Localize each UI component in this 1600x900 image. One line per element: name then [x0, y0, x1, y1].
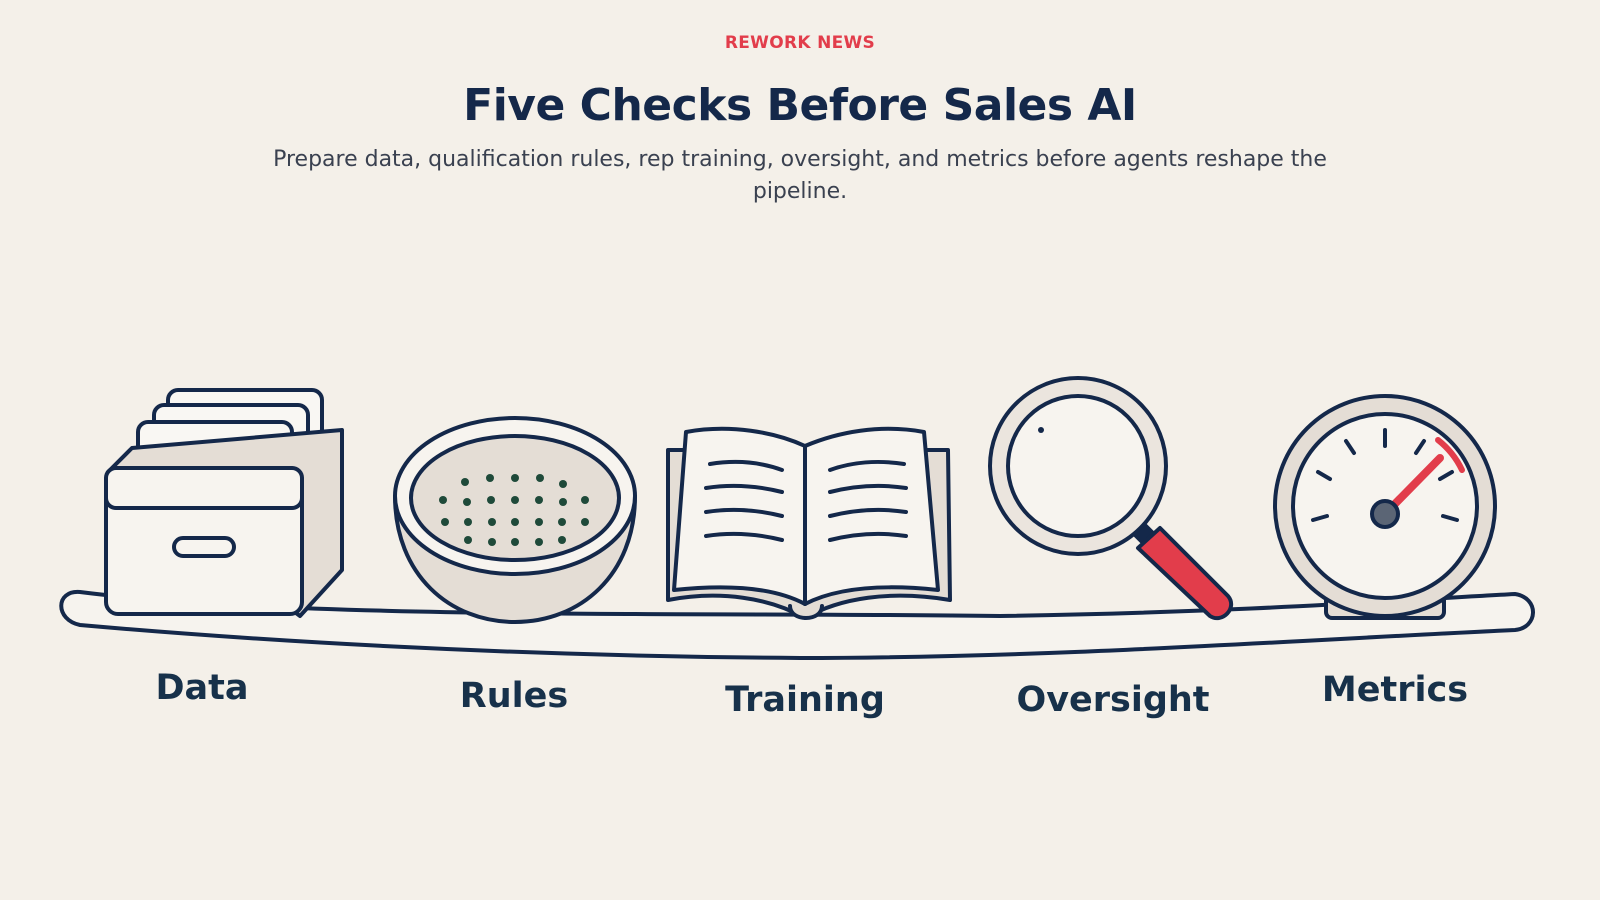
step-label-rules: Rules: [459, 676, 569, 716]
step-label-training: Training: [725, 680, 885, 720]
gauge-icon: [1273, 394, 1497, 620]
step-label-metrics: Metrics: [1321, 670, 1469, 710]
brand-eyebrow: REWORK NEWS: [724, 33, 876, 53]
page-subtitle: Prepare data, qualification rules, rep t…: [273, 147, 1327, 204]
sieve-icon: [393, 416, 637, 624]
file-box-icon: [104, 388, 344, 618]
step-label-oversight: Oversight: [1016, 680, 1210, 720]
step-label-data: Data: [155, 668, 249, 708]
shelf-base: [59, 589, 1535, 660]
page-title: Five Checks Before Sales AI: [463, 80, 1137, 131]
open-book-icon: [666, 426, 952, 620]
magnifying-glass-icon: [988, 376, 1234, 620]
